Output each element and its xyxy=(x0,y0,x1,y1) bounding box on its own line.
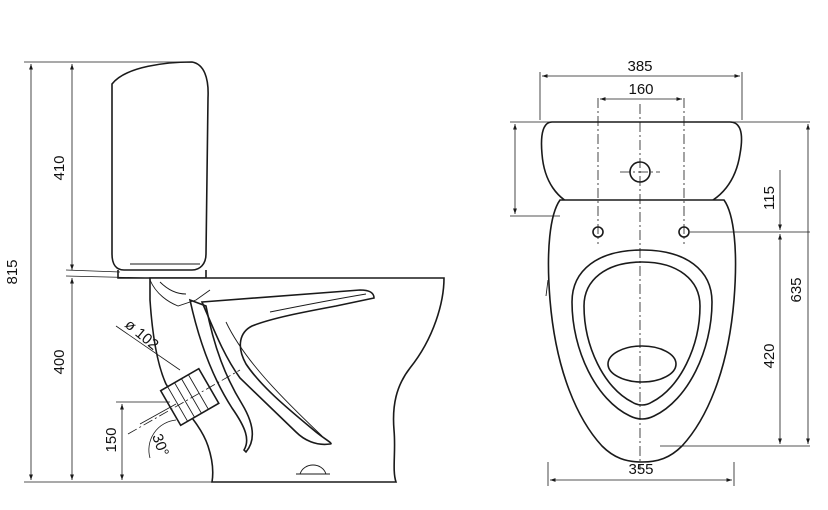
cistern-tank xyxy=(111,61,209,271)
dim-tank-height: 410 xyxy=(51,155,68,180)
tank-base xyxy=(117,270,207,279)
side-view: 815 410 400 ø 102 150 30° xyxy=(4,61,445,483)
dim-outer-width: 385 xyxy=(627,58,652,75)
dim-bowl-depth: 420 xyxy=(761,343,778,368)
floor-mark xyxy=(299,464,327,475)
dim-base-width: 355 xyxy=(628,461,653,478)
drain-outlet xyxy=(607,345,677,383)
bowl-inner-top xyxy=(583,261,701,406)
trap-channel xyxy=(188,298,254,454)
dim-hole-spacing: 160 xyxy=(628,81,653,98)
dim-seat-height: 400 xyxy=(51,349,68,374)
dim-hole-depth: 115 xyxy=(761,186,778,210)
top-view: 385 160 115 635 420 355 xyxy=(510,58,810,486)
dim-outlet-height: 150 xyxy=(103,427,120,452)
bowl-body xyxy=(149,277,445,483)
dim-outlet-angle: 30° xyxy=(148,432,172,459)
bowl-outer xyxy=(547,199,737,463)
tank-outline xyxy=(540,121,743,209)
outlet-pipe xyxy=(159,367,220,427)
bowl-rim xyxy=(571,249,713,420)
dim-total-height: 815 xyxy=(4,259,21,284)
dim-overall-depth: 635 xyxy=(788,277,805,302)
bowl-inner xyxy=(200,289,375,446)
